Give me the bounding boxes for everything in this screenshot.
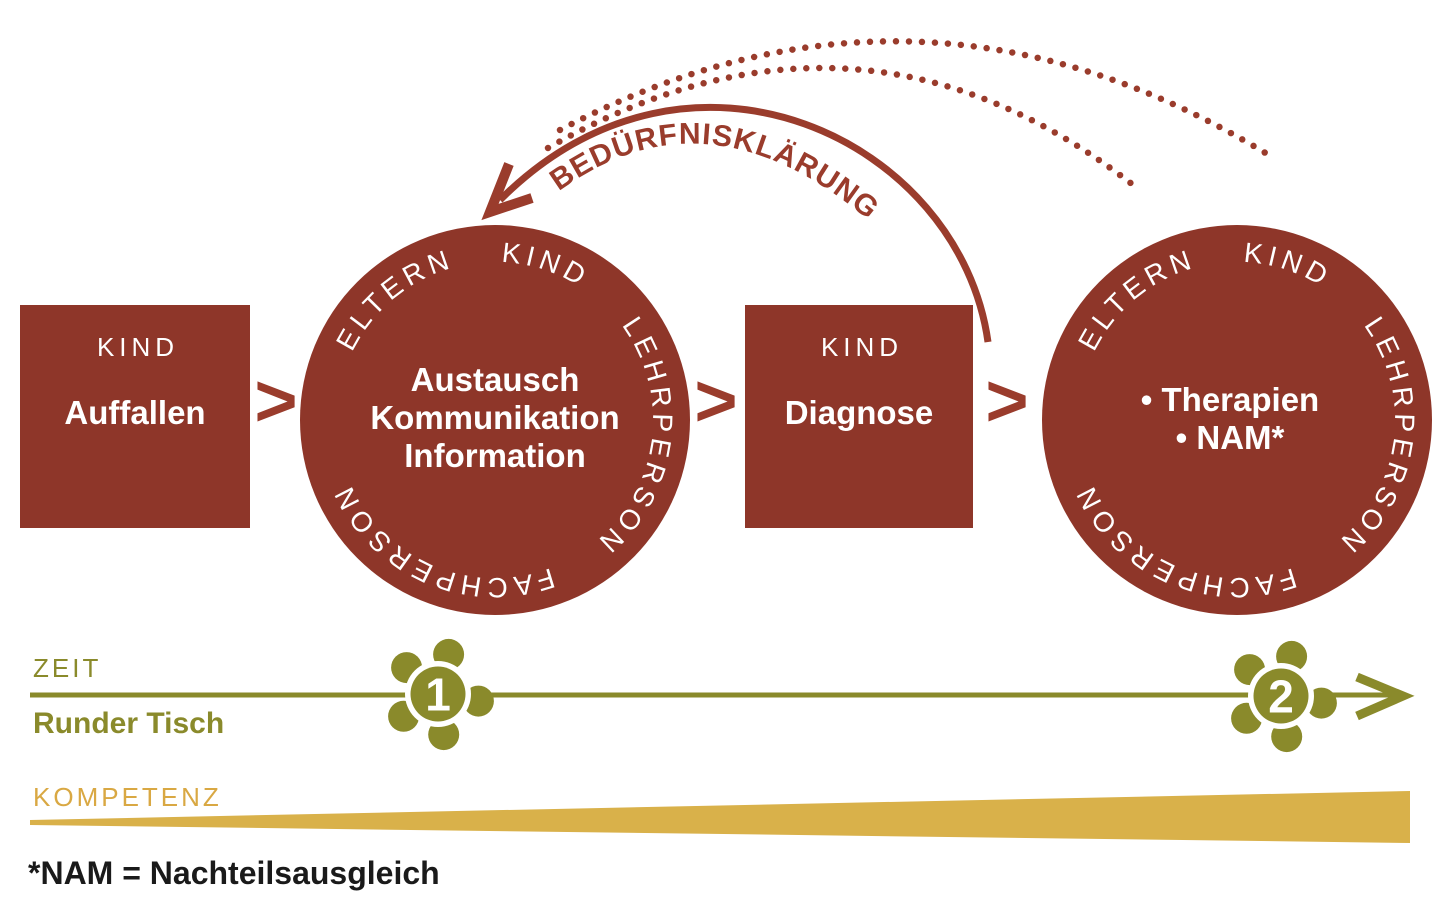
feedback-arrow-curve: [497, 104, 992, 343]
timeline-subtitle: Runder Tisch: [33, 707, 224, 740]
competence-title: KOMPETENZ: [33, 782, 222, 812]
circle-therapien-disc: [1042, 225, 1432, 615]
feedback-arrowhead-icon: [481, 162, 534, 221]
round-table-1-number: 1: [425, 669, 451, 721]
square-auffallen-title: Auffallen: [64, 394, 205, 431]
round-table-2-number: 2: [1268, 671, 1294, 723]
square-diagnose-box: [745, 305, 973, 528]
competence-wedge: [30, 791, 1410, 843]
circle-austausch-disc: [300, 225, 690, 615]
step-square-diagnose: KIND Diagnose: [745, 305, 973, 528]
square-auffallen-header: KIND: [97, 332, 179, 362]
flow-separator-3: >: [985, 359, 1028, 442]
dotted-arc-outer: [556, 38, 1276, 161]
circle-therapien: ELTERN KIND LEHRPERSON FACHPERSON • Ther…: [1042, 225, 1432, 615]
round-table-2-icon: 2: [1231, 640, 1337, 753]
circle2-center-line2: • NAM*: [1176, 419, 1285, 456]
competence-section: KOMPETENZ: [30, 782, 1410, 843]
round-table-1-icon: 1: [388, 638, 494, 751]
square-diagnose-title: Diagnose: [785, 394, 934, 431]
flow-separator-1: >: [254, 359, 297, 442]
square-diagnose-header: KIND: [821, 332, 903, 362]
footnote-text: *NAM = Nachteilsausgleich: [28, 855, 440, 891]
circle1-center-line2: Kommunikation: [370, 399, 619, 436]
table-disc: [1253, 668, 1309, 724]
circle1-center-line1: Austausch: [411, 361, 580, 398]
timeline-title: ZEIT: [33, 653, 101, 683]
table-disc: [410, 666, 466, 722]
square-auffallen-box: [20, 305, 250, 528]
step-square-auffallen: KIND Auffallen: [20, 305, 250, 528]
circle-austausch: ELTERN KIND LEHRPERSON FACHPERSON Austau…: [300, 225, 690, 615]
circle1-center-line3: Information: [404, 437, 585, 474]
circle2-center-line1: • Therapien: [1141, 381, 1319, 418]
timeline-arrowhead-icon: [1355, 672, 1415, 721]
timeline: ZEIT Runder Tisch 1 2: [30, 638, 1415, 753]
flow-separator-2: >: [694, 359, 737, 442]
